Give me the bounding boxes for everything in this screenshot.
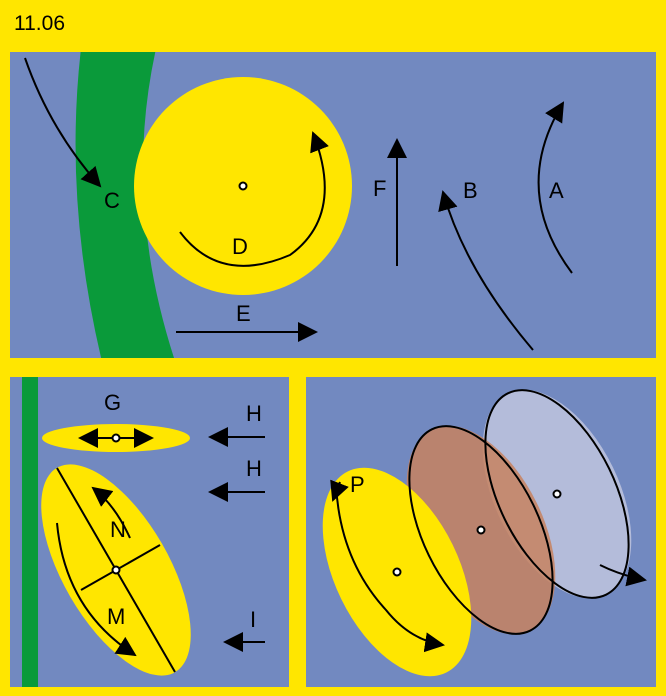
- pale-center: [552, 489, 562, 499]
- label-p: P: [350, 472, 365, 497]
- label-e: E: [236, 301, 251, 326]
- arrow-p-path: [335, 484, 445, 653]
- center-point: [238, 181, 248, 191]
- yellow-center: [392, 567, 402, 577]
- arrow-m: [56, 522, 137, 657]
- minor-axis: [80, 544, 161, 591]
- label-n: N: [110, 517, 126, 542]
- label-d: D: [232, 234, 248, 259]
- figure-number: 11.06: [14, 12, 65, 35]
- label-a: A: [549, 178, 564, 203]
- ellipse-center: [111, 565, 121, 575]
- shoreline-strip: [22, 377, 38, 687]
- arrow-p-start: [330, 479, 349, 502]
- label-c: C: [104, 188, 120, 213]
- shoreline-band: [75, 52, 175, 358]
- label-g: G: [104, 390, 121, 415]
- arrow-d: [179, 131, 329, 267]
- outline-pale: [484, 389, 630, 599]
- arrow-b: [438, 190, 534, 351]
- arrow-a: [537, 101, 573, 274]
- arrow-pale-right: [599, 564, 647, 587]
- label-h1: H: [246, 401, 262, 426]
- arrow-n: [91, 486, 131, 539]
- brown-center: [476, 525, 486, 535]
- g-center: [111, 433, 121, 443]
- arrow-c: [24, 57, 102, 188]
- label-f: F: [373, 176, 386, 201]
- label-i: I: [250, 607, 256, 632]
- label-h2: H: [246, 456, 262, 481]
- label-m: M: [107, 604, 125, 629]
- label-b: B: [463, 178, 478, 203]
- outline-brown: [408, 425, 554, 635]
